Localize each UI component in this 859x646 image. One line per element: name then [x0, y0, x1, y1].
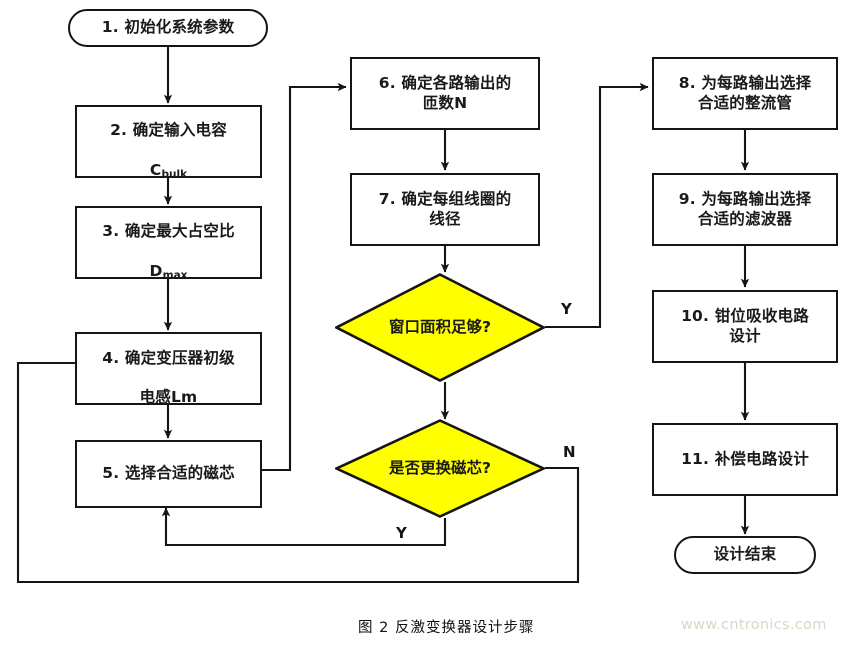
node-step4[interactable]: 4. 确定变压器初级 电感Lm — [75, 332, 262, 407]
node-end[interactable]: 设计结束 — [674, 536, 816, 574]
edge-label-decision2-yes: Y — [396, 524, 407, 542]
node-step11[interactable]: 11. 补偿电路设计 — [652, 423, 838, 496]
node-step8-label: 8. 为每路输出选择 合适的整流管 — [678, 73, 812, 112]
node-step2[interactable]: 2. 确定输入电容 Cbulk — [75, 105, 262, 180]
edge-decision1-yes-to-step8 — [545, 82, 649, 329]
node-step2-subscript: bulk — [161, 168, 188, 181]
node-step9-label: 9. 为每路输出选择 合适的滤波器 — [678, 189, 812, 228]
node-step3[interactable]: 3. 确定最大占空比 Dmax — [75, 206, 262, 281]
node-end-label: 设计结束 — [713, 545, 777, 564]
node-step10[interactable]: 10. 钳位吸收电路 设计 — [652, 290, 838, 363]
node-step9[interactable]: 9. 为每路输出选择 合适的滤波器 — [652, 173, 838, 246]
node-step3-subscript: max — [162, 269, 188, 282]
node-step6[interactable]: 6. 确定各路输出的 匝数N — [350, 57, 540, 130]
edge-step5-to-step6 — [262, 82, 347, 472]
node-step11-label: 11. 补偿电路设计 — [681, 449, 809, 468]
figure-caption: 图 2 反激变换器设计步骤 — [358, 620, 535, 636]
node-step7-label: 7. 确定每组线圈的 线径 — [378, 189, 512, 228]
node-decision1-label: 窗口面积足够? — [389, 317, 491, 336]
node-step7[interactable]: 7. 确定每组线圈的 线径 — [350, 173, 540, 246]
node-decision1[interactable]: 窗口面积足够? — [335, 273, 545, 382]
edge-label-decision1-yes: Y — [561, 300, 572, 318]
node-start[interactable]: 1. 初始化系统参数 — [68, 9, 268, 47]
node-step6-label: 6. 确定各路输出的 匝数N — [378, 73, 512, 112]
edge-label-decision2-no: N — [563, 443, 576, 461]
node-step10-label: 10. 钳位吸收电路 设计 — [681, 306, 809, 345]
node-step5-label: 5. 选择合适的磁芯 — [102, 464, 235, 483]
node-step4-label: 4. 确定变压器初级 电感Lm — [102, 348, 235, 407]
node-start-label: 1. 初始化系统参数 — [101, 18, 235, 37]
site-watermark: www.cntronics.com — [681, 617, 827, 633]
node-decision2-label: 是否更换磁芯? — [389, 458, 491, 477]
node-step3-label: 3. 确定最大占空比 Dmax — [102, 222, 235, 282]
node-step5[interactable]: 5. 选择合适的磁芯 — [75, 440, 262, 508]
node-decision2[interactable]: 是否更换磁芯? — [335, 419, 545, 518]
node-step2-label: 2. 确定输入电容 Cbulk — [110, 121, 227, 181]
node-step8[interactable]: 8. 为每路输出选择 合适的整流管 — [652, 57, 838, 130]
